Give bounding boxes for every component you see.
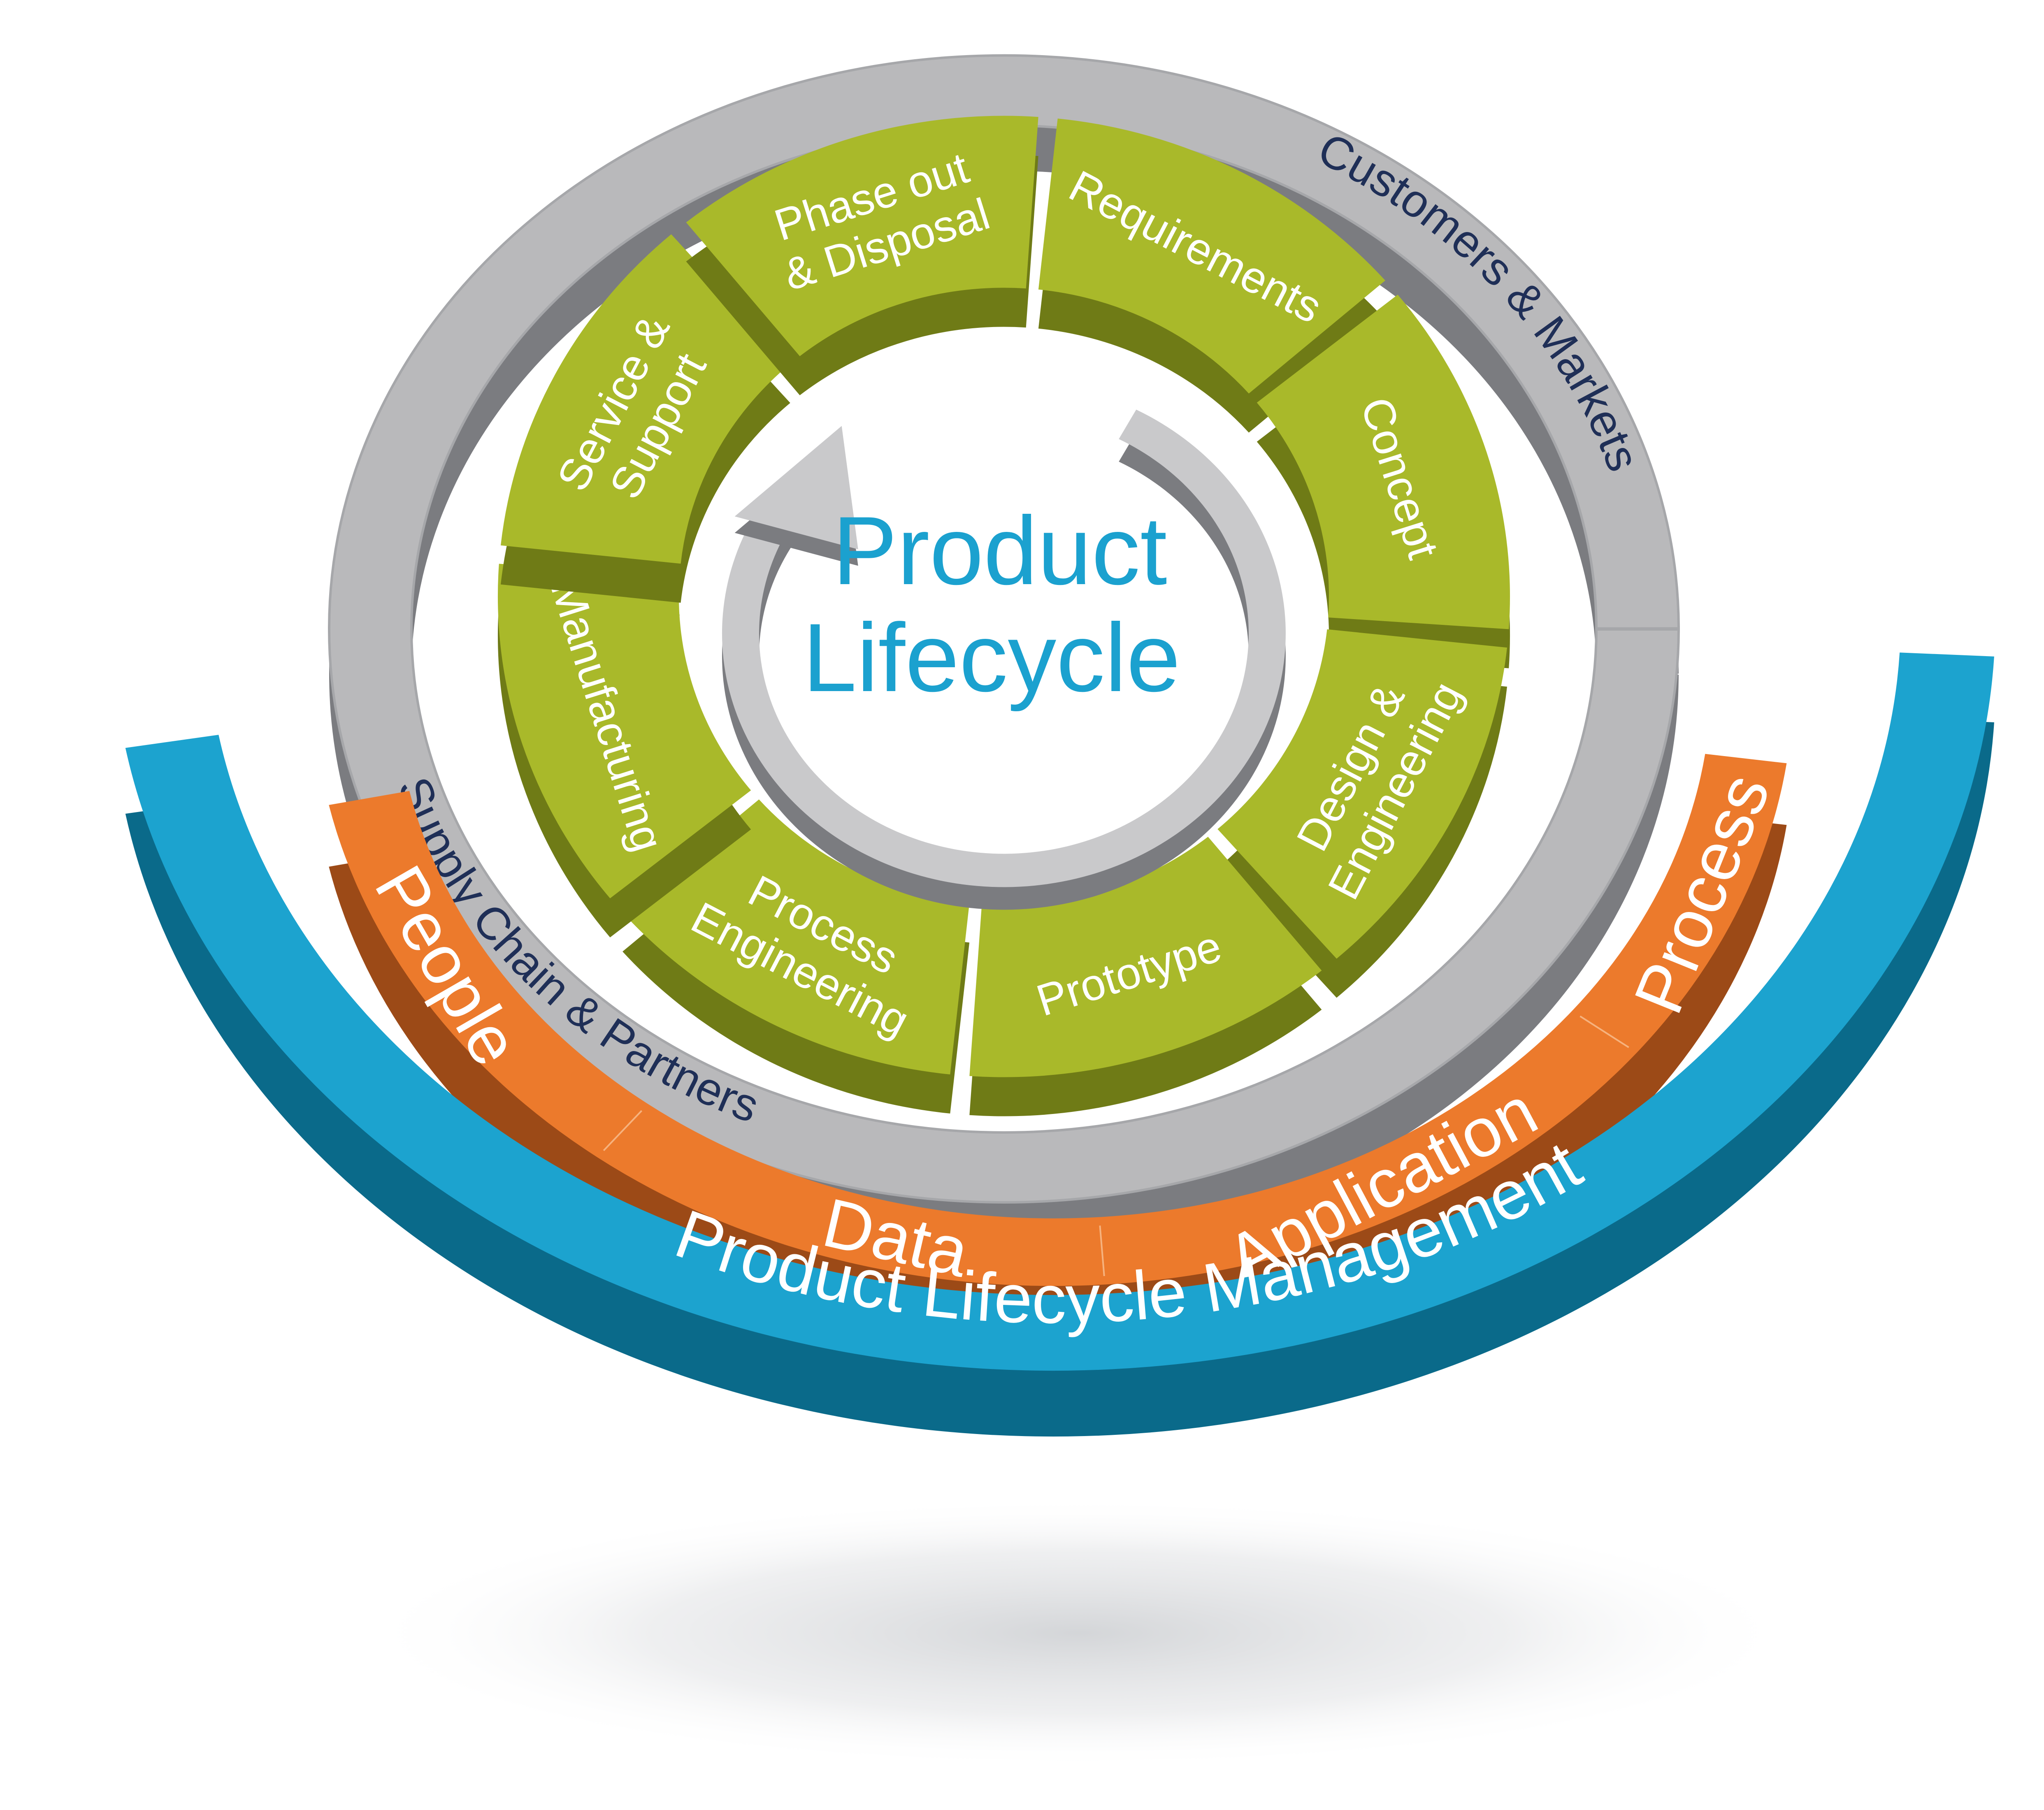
stage-segment-2: Design &Engineering: [1217, 629, 1507, 998]
stage-segment-4: ProcessEngineering: [622, 799, 970, 1114]
orange-divider: [1099, 1225, 1105, 1276]
orange-band-face: [329, 754, 1787, 1286]
stage-face: [686, 116, 1038, 356]
stage-segment-5: Manufacturing: [497, 564, 751, 937]
stage-face: [1038, 118, 1385, 394]
stage-segment-6: Service &Support: [501, 234, 790, 603]
orange-divider: [1579, 1015, 1629, 1048]
blue-band-face: [125, 652, 1994, 1371]
orange-divider: [603, 1110, 643, 1151]
orange-band-depth: [329, 815, 1787, 1348]
arrow-head: [734, 426, 858, 550]
stage-face: [1217, 629, 1507, 959]
center-title-line1: Product: [832, 497, 1167, 605]
stage-segment-7: Phase out& Disposal: [686, 116, 1038, 395]
stage-face: [497, 564, 751, 898]
stage-face: [501, 234, 790, 564]
stage-face: [969, 837, 1322, 1077]
stage-segment-1: Concept: [1257, 295, 1510, 668]
stage-face: [622, 799, 970, 1074]
center-title-line2: Lifecycle: [803, 603, 1180, 712]
stage-face: [1257, 295, 1510, 629]
stage-segment-3: Prototype: [969, 837, 1322, 1116]
cycle-arrow-icon: [722, 409, 1286, 910]
ground-shadow: [358, 1497, 1798, 1769]
